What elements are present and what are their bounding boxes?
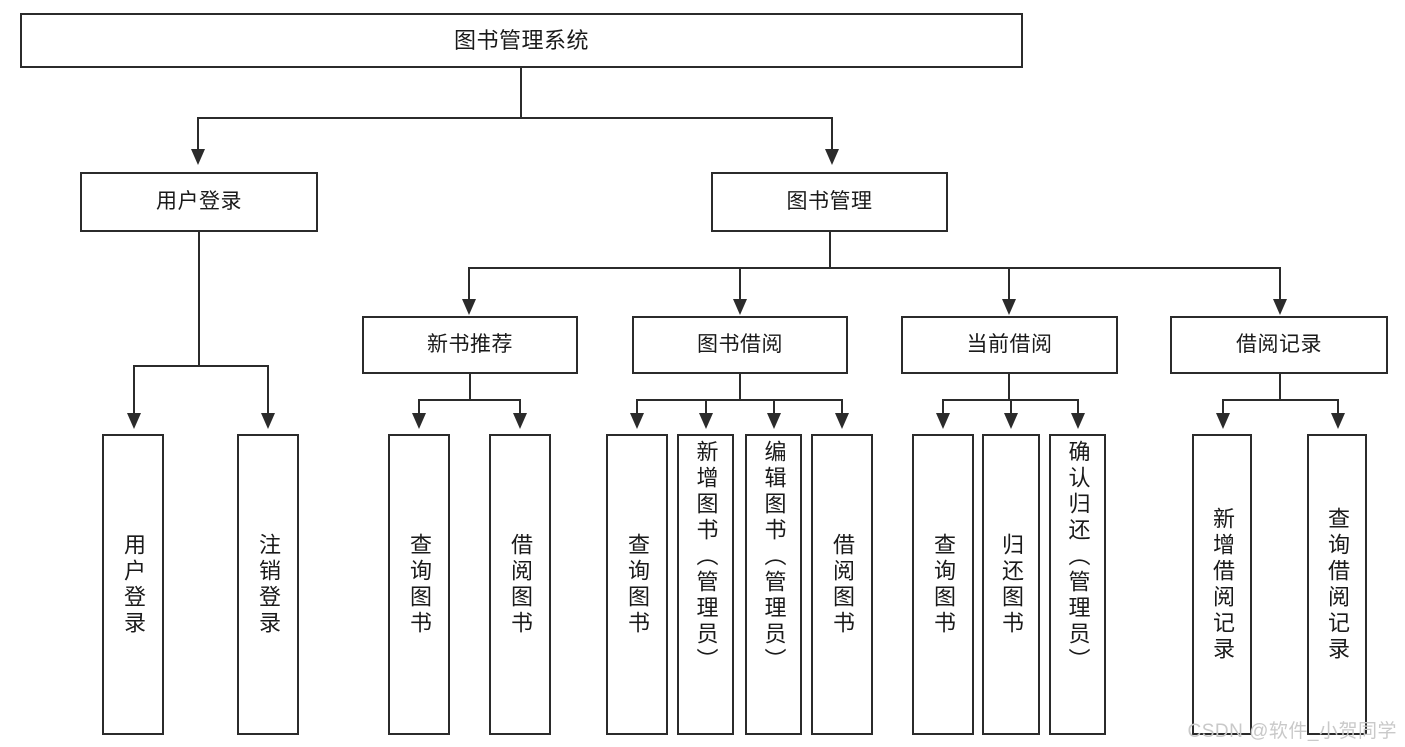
node-label: 查询借阅记录 (1325, 506, 1350, 663)
connector-root-stem (520, 68, 522, 118)
connector-bm-drop-1 (468, 267, 470, 299)
arrow-to-leaf-bb-4 (835, 413, 849, 429)
node-book-borrow[interactable]: 图书借阅 (632, 316, 848, 374)
connector-br-bus (1222, 399, 1339, 401)
node-label: 当前借阅 (966, 332, 1053, 356)
leaf-bb-query-book[interactable]: 查询图书 (606, 434, 668, 735)
node-label: 新增图书（管理员） (693, 440, 719, 674)
node-borrow-record[interactable]: 借阅记录 (1170, 316, 1388, 374)
leaf-user-login[interactable]: 用户登录 (102, 434, 164, 735)
arrow-to-leaf-cb-3 (1071, 413, 1085, 429)
connector-cb-drop-3 (1077, 399, 1079, 413)
connector-bb-drop-2 (705, 399, 707, 413)
connector-br-stem (1279, 374, 1281, 400)
arrow-to-leaf-user-login (127, 413, 141, 429)
arrow-to-leaf-br-1 (1216, 413, 1230, 429)
connector-bb-drop-3 (773, 399, 775, 413)
connector-cb-drop-2 (1010, 399, 1012, 413)
node-label: 图书管理 (786, 189, 873, 213)
leaf-logout[interactable]: 注销登录 (237, 434, 299, 735)
connector-cb-drop-1 (942, 399, 944, 413)
arrow-to-leaf-logout (261, 413, 275, 429)
node-label: 借阅图书 (830, 532, 855, 637)
node-label: 查询图书 (931, 532, 956, 637)
leaf-nbr-borrow-book[interactable]: 借阅图书 (489, 434, 551, 735)
connector-bm-drop-2 (739, 267, 741, 299)
node-label: 查询图书 (407, 532, 432, 637)
connector-bm-drop-3 (1008, 267, 1010, 299)
connector-br-drop-1 (1222, 399, 1224, 413)
connector-bb-stem (739, 374, 741, 400)
connector-nbr-bus (418, 399, 521, 401)
node-label: 图书管理系统 (453, 27, 589, 53)
leaf-bb-edit-book-admin[interactable]: 编辑图书（管理员） (745, 434, 802, 735)
node-label: 注销登录 (256, 532, 281, 637)
arrow-to-leaf-bb-3 (767, 413, 781, 429)
connector-root-drop-right (831, 117, 833, 149)
node-label: 编辑图书（管理员） (761, 440, 787, 674)
connector-book-management-bus (468, 267, 1280, 269)
node-label: 用户登录 (121, 532, 146, 637)
connector-user-login-stem (198, 232, 200, 366)
arrow-to-book-management (825, 149, 839, 165)
arrow-to-leaf-nbr-1 (412, 413, 426, 429)
node-current-borrow[interactable]: 当前借阅 (901, 316, 1118, 374)
arrow-to-book-borrow (733, 299, 747, 315)
node-root-book-management-system[interactable]: 图书管理系统 (20, 13, 1023, 68)
arrow-to-leaf-cb-1 (936, 413, 950, 429)
connector-bb-drop-1 (636, 399, 638, 413)
arrow-to-leaf-bb-1 (630, 413, 644, 429)
leaf-nbr-query-book[interactable]: 查询图书 (388, 434, 450, 735)
connector-bm-drop-4 (1279, 267, 1281, 299)
arrow-to-new-book-recommend (462, 299, 476, 315)
leaf-cb-query-book[interactable]: 查询图书 (912, 434, 974, 735)
node-label: 借阅记录 (1236, 332, 1322, 356)
node-new-book-recommend[interactable]: 新书推荐 (362, 316, 578, 374)
connector-user-login-bus (133, 365, 269, 367)
node-book-management[interactable]: 图书管理 (711, 172, 948, 232)
connector-book-management-stem (829, 232, 831, 268)
node-label: 查询图书 (625, 532, 650, 637)
connector-br-drop-2 (1337, 399, 1339, 413)
arrow-to-borrow-record (1273, 299, 1287, 315)
leaf-br-add-record[interactable]: 新增借阅记录 (1192, 434, 1252, 735)
arrow-to-current-borrow (1002, 299, 1016, 315)
leaf-br-query-record[interactable]: 查询借阅记录 (1307, 434, 1367, 735)
arrow-to-leaf-nbr-2 (513, 413, 527, 429)
leaf-bb-borrow-book[interactable]: 借阅图书 (811, 434, 873, 735)
connector-cb-stem (1008, 374, 1010, 400)
connector-root-drop-left (197, 117, 199, 149)
connector-bb-drop-4 (841, 399, 843, 413)
node-label: 确认归还（管理员） (1065, 440, 1091, 674)
leaf-bb-add-book-admin[interactable]: 新增图书（管理员） (677, 434, 734, 735)
arrow-to-user-login (191, 149, 205, 165)
connector-nbr-stem (469, 374, 471, 400)
connector-bb-bus (636, 399, 843, 401)
connector-user-login-drop-2 (267, 365, 269, 413)
node-label: 新增借阅记录 (1210, 506, 1235, 663)
arrow-to-leaf-bb-2 (699, 413, 713, 429)
connector-nbr-drop-2 (519, 399, 521, 413)
node-label: 归还图书 (999, 532, 1024, 637)
connector-user-login-drop-1 (133, 365, 135, 413)
arrow-to-leaf-br-2 (1331, 413, 1345, 429)
leaf-cb-confirm-return-admin[interactable]: 确认归还（管理员） (1049, 434, 1106, 735)
connector-nbr-drop-1 (418, 399, 420, 413)
connector-root-bus (197, 117, 833, 119)
arrow-to-leaf-cb-2 (1004, 413, 1018, 429)
node-user-login[interactable]: 用户登录 (80, 172, 318, 232)
node-label: 图书借阅 (697, 332, 783, 356)
node-label: 借阅图书 (508, 532, 533, 637)
node-label: 新书推荐 (427, 332, 513, 356)
node-label: 用户登录 (156, 189, 242, 213)
leaf-cb-return-book[interactable]: 归还图书 (982, 434, 1040, 735)
